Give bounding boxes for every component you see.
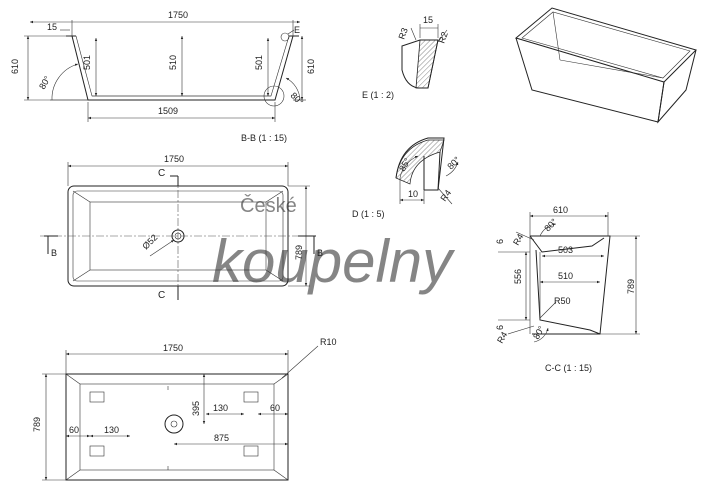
- detail-d-title: D (1 : 5): [352, 209, 385, 219]
- detail-d: 85° 80° 10 R4 D (1 : 5): [352, 137, 462, 219]
- cc-dim-r4-top: R4: [511, 232, 525, 247]
- bb-dim-angle-left: 80°: [37, 74, 53, 91]
- plan-bottom-dim-60-left: 60: [69, 425, 79, 435]
- bb-dim-inner-center: 510: [168, 55, 178, 70]
- plan-top-dim-length: 1750: [164, 154, 184, 164]
- cc-dim-510: 510: [558, 271, 573, 281]
- detail-e-hatch: [415, 39, 439, 89]
- bb-dim-inner-left: 501: [82, 55, 92, 70]
- cc-section-title: C-C (1 : 15): [545, 363, 592, 373]
- watermark: České koupelny: [212, 194, 456, 295]
- cc-dim-6-top: 6: [495, 239, 505, 244]
- bb-dim-height-right: 610: [306, 59, 316, 74]
- drain-icon: [171, 229, 185, 243]
- plan-bottom-outer: [65, 373, 289, 481]
- cc-dim-r4-bottom: R4: [495, 330, 509, 345]
- section-cc: 610 80° R4 6 503 556 510 R50 789 6 R4: [495, 205, 640, 373]
- bb-dim-bottom-length: 1509: [158, 106, 178, 116]
- bb-dim-top-length: 1750: [168, 10, 188, 20]
- bb-dim-inner-right: 501: [254, 55, 264, 70]
- plan-top-marker-b-right: B: [317, 248, 323, 258]
- plan-top-marker-b-left: B: [51, 248, 57, 258]
- bb-dim-angle-right: 80°: [289, 90, 306, 107]
- plan-bottom-dim-130-left: 130: [104, 425, 119, 435]
- watermark-line2: koupelny: [212, 228, 456, 295]
- drain-bottom-icon: [164, 414, 184, 434]
- plan-top-dim-width: 789: [294, 245, 304, 260]
- detail-e-dim-r3: R3: [396, 26, 409, 40]
- detail-e-title: E (1 : 2): [362, 90, 394, 100]
- watermark-line1: České: [240, 194, 297, 217]
- detail-e-dim-15: 15: [423, 15, 433, 25]
- section-bb: 1750 15 610 501 510 501 610 80° 80° E: [10, 10, 316, 143]
- cc-dim-angle-top: 80°: [542, 216, 559, 233]
- cc-dim-r50: R50: [554, 296, 571, 306]
- plan-bottom-dim-width: 789: [32, 417, 42, 432]
- detail-e: 15 R3 R2 E (1 : 2): [362, 15, 450, 100]
- cc-dim-top-width: 610: [553, 205, 568, 215]
- bb-detail-d-circle: [263, 85, 285, 107]
- bb-dim-height-left: 610: [10, 59, 20, 74]
- plan-top-dim-drain: Ø52: [140, 232, 159, 251]
- bb-detail-tag-e: E: [294, 25, 300, 35]
- detail-d-hatch: [395, 139, 445, 185]
- bb-dim-lip: 15: [47, 22, 57, 32]
- cc-dim-6-bottom: 6: [495, 325, 505, 330]
- bb-section-title: B-B (1 : 15): [241, 133, 287, 143]
- plan-bottom-dim-60-right: 60: [270, 403, 280, 413]
- bb-detail-e-circle: [280, 32, 290, 42]
- detail-d-dim-10: 10: [408, 189, 418, 199]
- detail-d-dim-80: 80°: [445, 154, 462, 171]
- detail-d-dim-r4: R4: [438, 188, 453, 203]
- plan-bottom-dim-395: 395: [191, 401, 201, 416]
- plan-bottom-dim-radius: R10: [320, 337, 337, 347]
- cc-dim-556: 556: [513, 269, 523, 284]
- isometric-view: [514, 7, 697, 124]
- plan-top-marker-c-top: C: [158, 168, 165, 179]
- detail-e-dim-r2: R2: [436, 30, 449, 44]
- plan-bottom-dim-130-right: 130: [213, 403, 228, 413]
- cc-dim-503: 503: [558, 245, 573, 255]
- plan-bottom-dim-875: 875: [214, 433, 229, 443]
- bb-outer-profile: [71, 35, 294, 101]
- cc-dim-789: 789: [626, 279, 636, 294]
- plan-top-marker-c-bottom: C: [158, 290, 165, 301]
- plan-bottom-dim-length: 1750: [163, 343, 183, 353]
- plan-bottom: 1750 R10 789 395 130 60 60 130 875: [32, 337, 337, 481]
